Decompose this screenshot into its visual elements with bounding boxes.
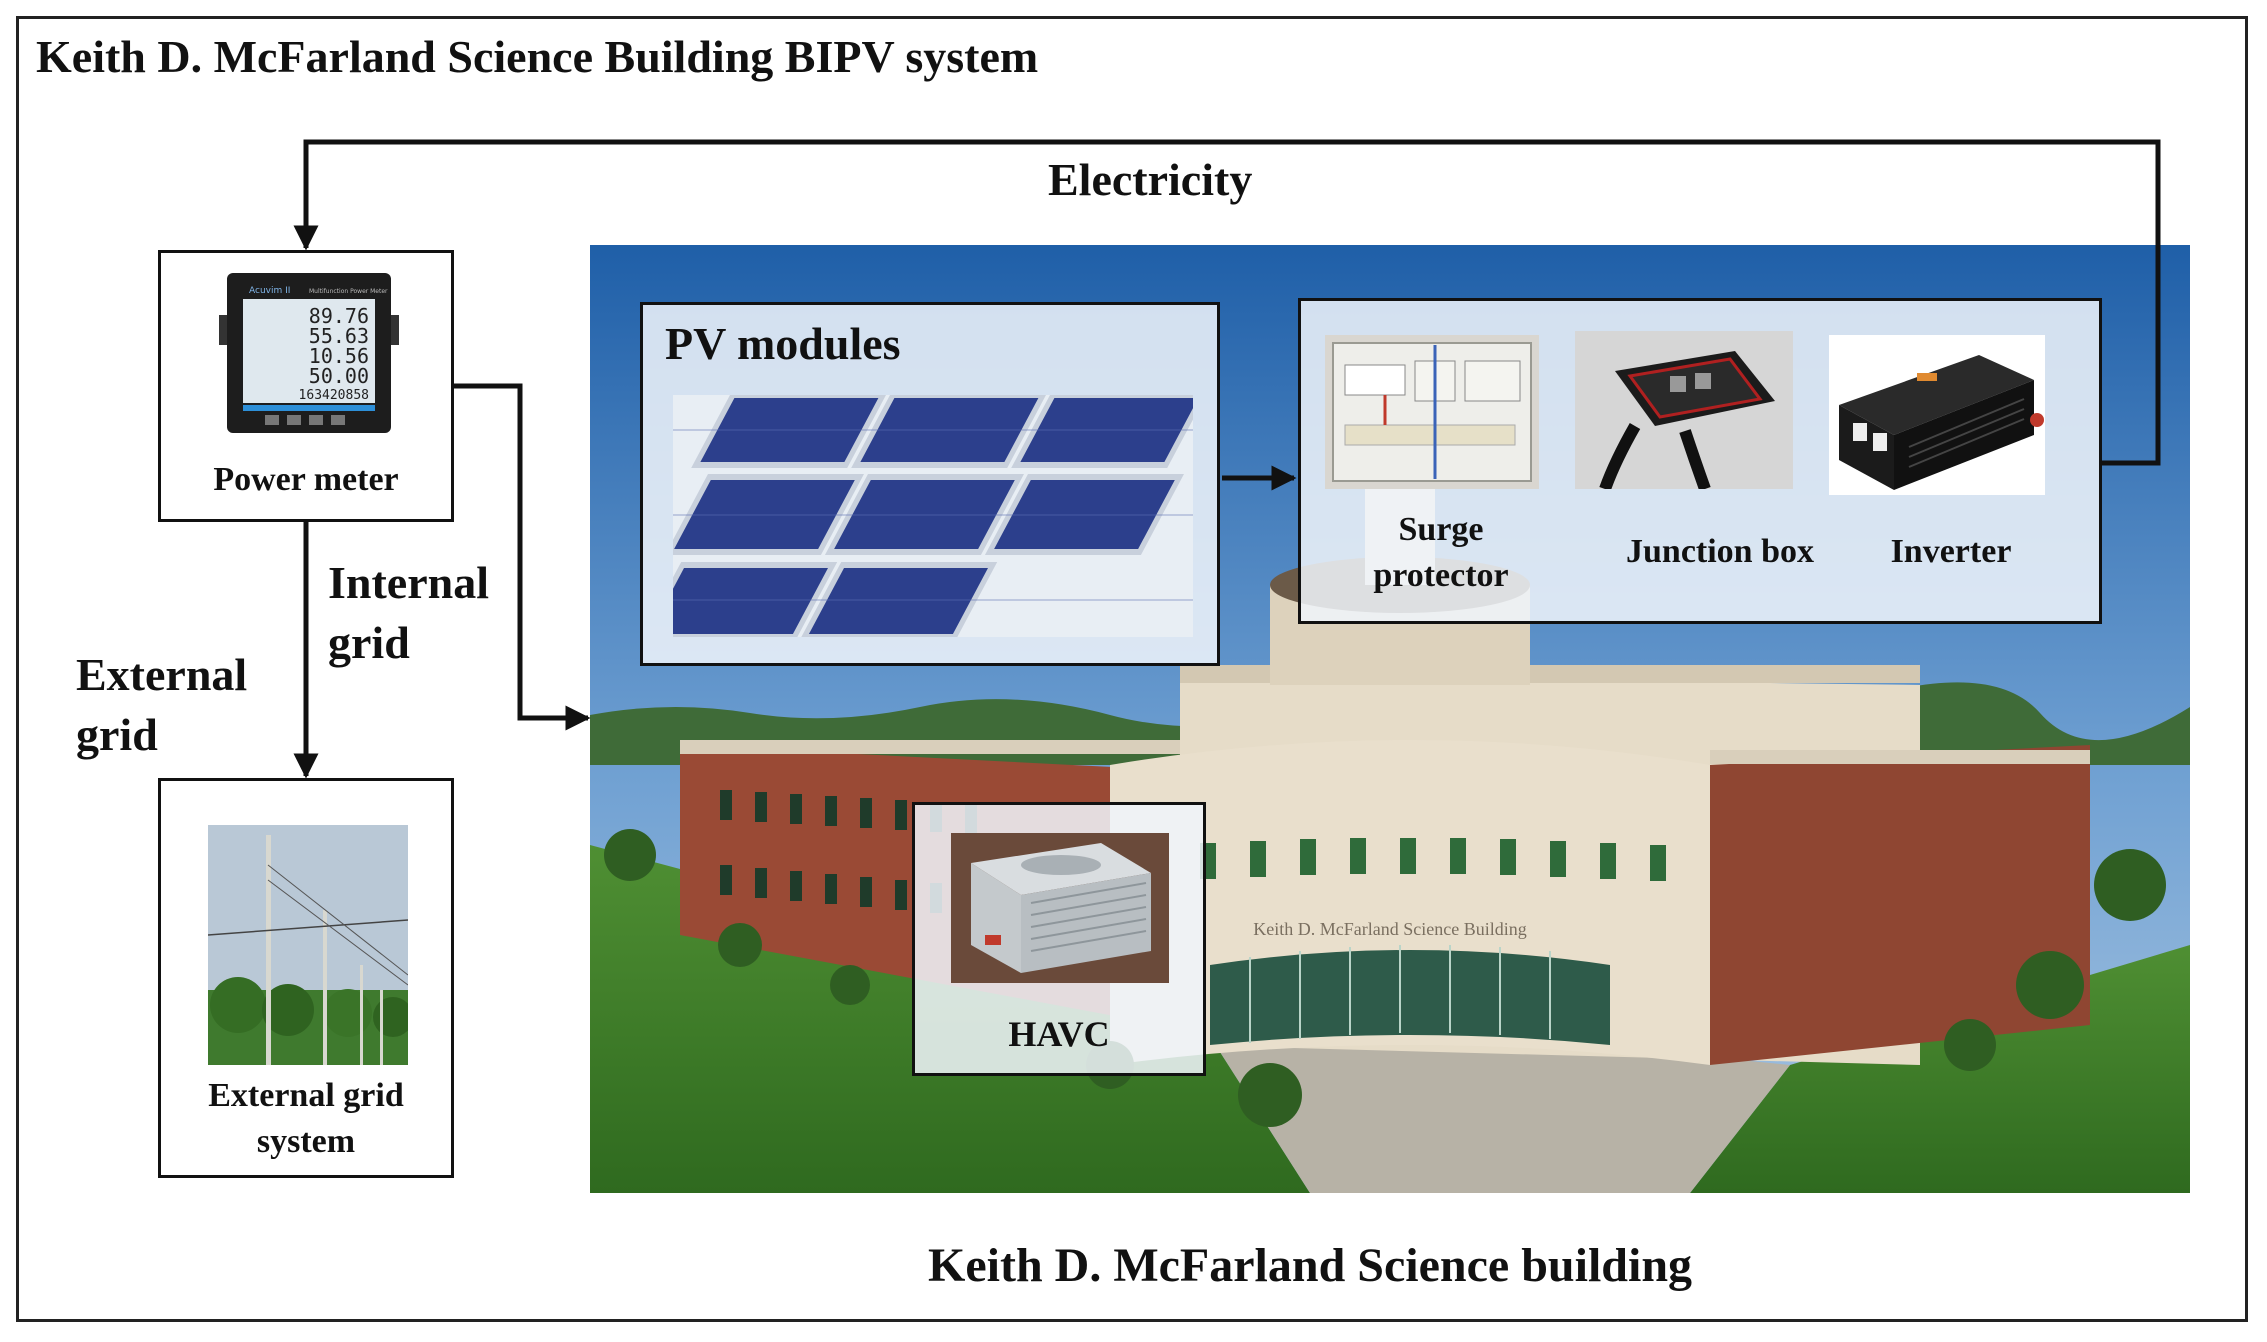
building-caption: Keith D. McFarland Science building [928, 1239, 1693, 1292]
figure-frame [16, 16, 2248, 1322]
svg-text:89.76: 89.76 [309, 304, 369, 328]
external-grid-label: External grid system [208, 1077, 404, 1160]
building-sign-text: Keith D. McFarland Science Building [1253, 919, 1526, 939]
havc-unit-icon [951, 833, 1169, 983]
svg-text:50.00: 50.00 [309, 364, 369, 388]
inverter-icon [1829, 335, 2045, 495]
svg-text:Multifunction Power Meter: Multifunction Power Meter [309, 288, 388, 295]
havc-label: HAVC [1008, 1014, 1110, 1054]
svg-text:Acuvim II: Acuvim II [249, 286, 290, 296]
electricity-flow-arrow [293, 139, 2161, 466]
pv-modules-box: PV modules [640, 302, 1220, 666]
components-box: Surge protector Junction box Inverter [1298, 298, 2102, 624]
surge-protector-label: Surge protector [1373, 511, 1509, 594]
havc-box: HAVC [912, 802, 1206, 1076]
power-meter-label: Power meter [213, 461, 399, 498]
internal-grid-arrow [454, 383, 591, 731]
svg-text:163420858: 163420858 [299, 388, 369, 403]
power-meter-box: Acuvim II Multifunction Power Meter 89.7… [158, 250, 454, 522]
surge-protector-icon [1325, 335, 1539, 489]
external-grid-box: External grid system [158, 778, 454, 1178]
external-grid-flow-label: External grid [76, 649, 248, 760]
power-meter-icon: Acuvim II Multifunction Power Meter 89.7… [219, 273, 399, 433]
utility-poles-icon [208, 825, 408, 1065]
electricity-label: Electricity [1048, 154, 1253, 205]
inverter-label: Inverter [1890, 533, 2012, 570]
junction-box-icon [1575, 331, 1793, 489]
solar-panels-icon [673, 395, 1193, 637]
trees [604, 829, 2166, 1127]
svg-text:10.56: 10.56 [309, 344, 369, 368]
pv-modules-label: PV modules [665, 318, 901, 369]
figure-title: Keith D. McFarland Science Building BIPV… [36, 31, 1039, 82]
curved-facade-windows [1150, 838, 1666, 881]
junction-box-label: Junction box [1626, 533, 1814, 570]
internal-grid-label: Internal grid [328, 557, 489, 668]
svg-text:55.63: 55.63 [309, 324, 369, 348]
